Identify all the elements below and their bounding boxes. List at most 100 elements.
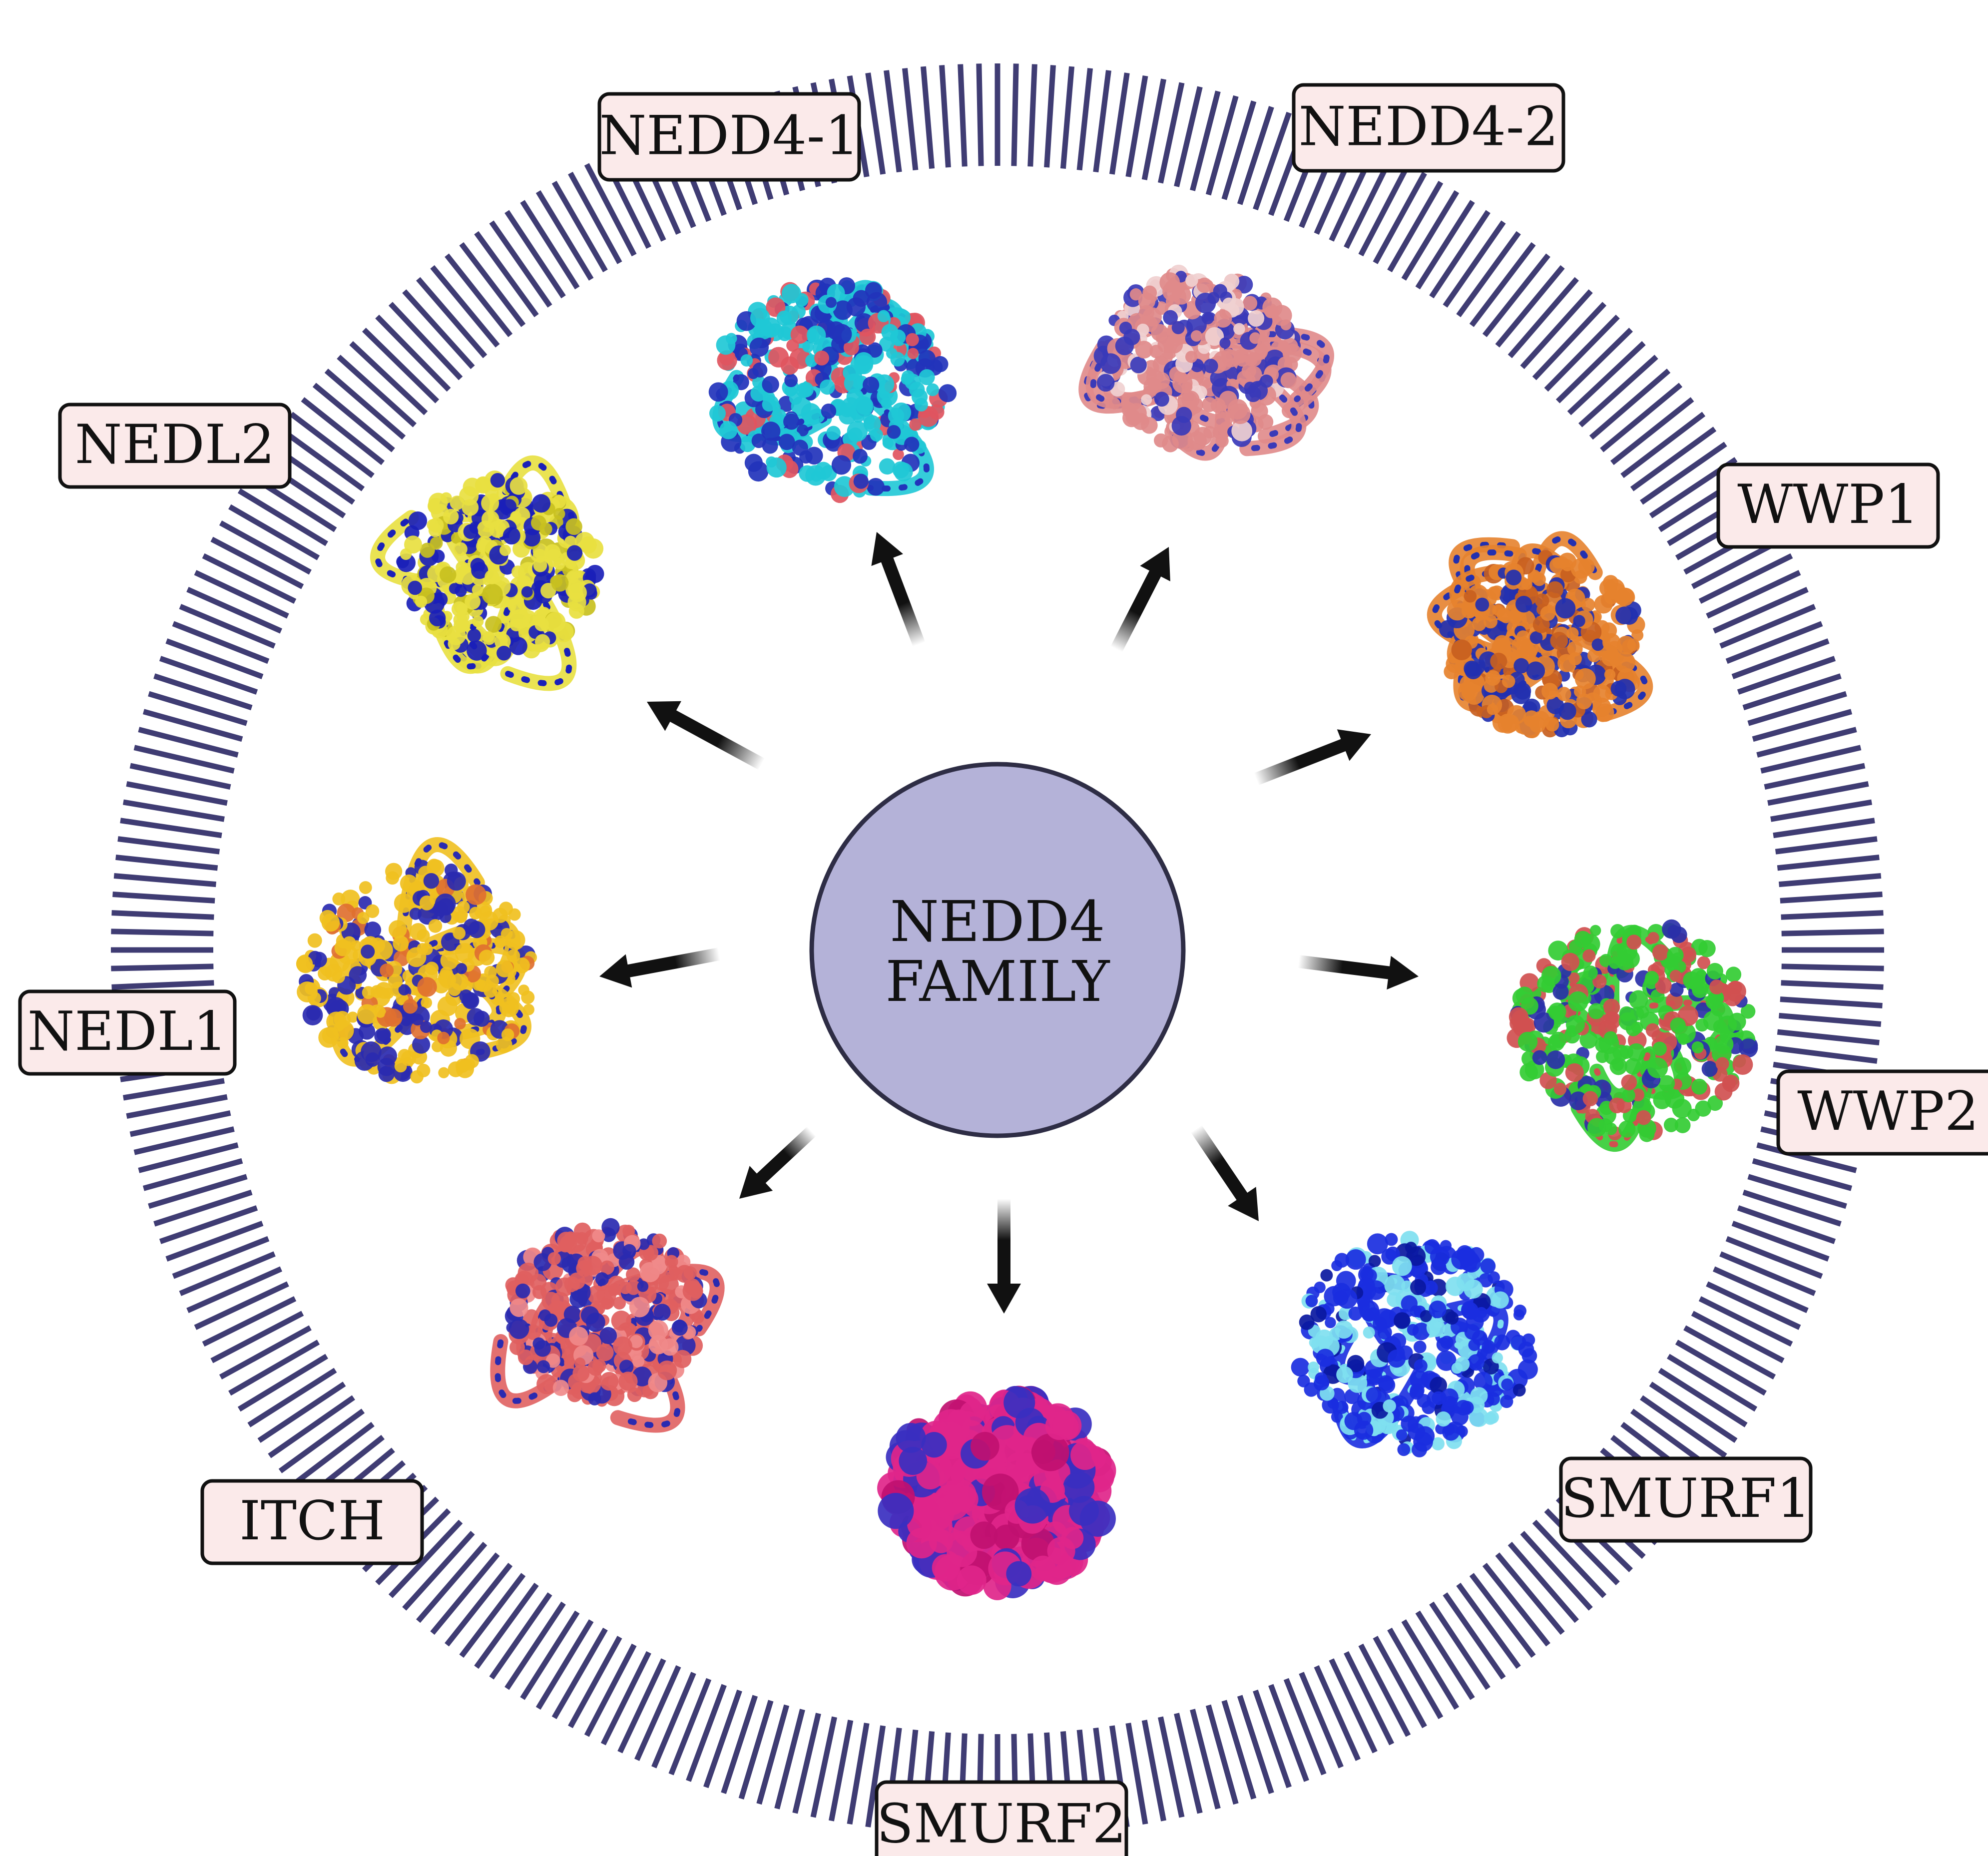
protein-atom [865,282,882,299]
protein-atom [1138,305,1154,321]
protein-atom [1472,616,1487,631]
protein-atom [1431,1437,1445,1450]
protein-atom [1728,980,1742,995]
protein-atom [1203,359,1218,374]
protein-atom [1576,693,1592,710]
protein-atom [1548,1002,1566,1021]
protein-atom [420,1021,432,1033]
protein-atom [417,1063,431,1077]
protein-atom [1394,1312,1411,1329]
protein-atom [1496,607,1511,622]
center-circle [809,762,1186,1138]
protein-atom [608,1283,621,1296]
protein-atom [1583,965,1598,980]
protein-atom [879,458,896,475]
protein-structure-wwp2 [1506,919,1758,1152]
protein-atom [1552,557,1564,569]
protein-atom [1647,1057,1668,1078]
protein-atom [1669,982,1684,997]
protein-atom [783,413,800,430]
protein-atom [533,1253,552,1272]
label-text: NEDD4-1 [599,104,859,167]
protein-atom [1610,924,1625,938]
ring-stripe [138,727,239,758]
ring-stripe [686,1684,727,1782]
ring-stripe [228,1340,320,1396]
protein-atom [1387,1292,1402,1308]
protein-atom [1045,1412,1073,1440]
ring-stripe [219,520,312,575]
protein-atom [479,949,495,965]
ring-stripe [289,1421,375,1488]
ring-stripe [1777,854,1880,871]
ring-stripe [865,72,886,175]
protein-atom [1658,1075,1675,1092]
protein-atom [378,1046,397,1065]
protein-atom [1006,1561,1032,1587]
protein-atom [1474,1372,1493,1391]
arrow-shaft [1191,1125,1252,1206]
protein-atom [1513,1305,1526,1318]
protein-atom [1176,407,1192,423]
protein-atom [481,510,499,528]
protein-atom [1385,1246,1400,1262]
protein-atom [586,564,604,583]
ring-stripe [721,1695,758,1794]
protein-atom [438,1067,450,1078]
protein-atom [521,990,535,1004]
ring-stripe [1268,1684,1309,1782]
arrow-shaft [1298,955,1397,980]
protein-atom [1673,960,1686,973]
label-box [875,1780,1128,1856]
protein-atom [1190,330,1202,342]
ring-stripe [939,65,951,168]
label-text: WWP1 [1737,473,1919,536]
ring-stripe [210,536,304,589]
ring-stripe [504,1601,566,1690]
ring-stripe [1683,1325,1776,1380]
ring-stripe [122,799,225,822]
protein-atom [1235,276,1253,294]
protein-atom [475,476,492,493]
ring-stripe [1158,1716,1185,1818]
protein-atom [333,1020,354,1041]
protein-atom [1537,975,1554,992]
protein-atom [807,325,826,345]
ring-stripe [1125,1723,1148,1825]
ring-stripe [1076,68,1093,171]
protein-atom [1347,1355,1365,1373]
protein-atom [443,508,459,525]
ring-stripe [1756,727,1857,758]
ring-stripe [1190,90,1221,191]
ring-stripe [126,1094,228,1119]
protein-atom [565,518,582,535]
protein-atom [467,640,487,661]
ring-stripe [920,66,935,169]
protein-atom [653,1304,671,1321]
label-box [1292,83,1565,173]
ring-stripe [459,242,526,327]
protein-atom [844,373,864,394]
protein-atom [502,499,517,514]
ring-stripe [1093,70,1111,173]
protein-atom [388,973,403,988]
protein-structure-nedl1 [296,837,537,1084]
protein-atom [429,609,446,627]
protein-atom [1589,925,1601,936]
ring-stripe [1698,553,1793,604]
label-text: ITCH [239,1490,385,1552]
protein-atom [1593,684,1611,703]
ring-stripe [1706,1281,1801,1330]
protein-atom [921,1432,947,1458]
protein-atom [428,919,443,933]
ring-stripe [301,397,385,465]
protein-atom [302,1005,323,1025]
protein-atom [1247,352,1262,367]
protein-atom [1366,1387,1382,1403]
protein-atom [853,449,868,464]
label-smurf2: SMURF2 [875,1780,1128,1856]
arrow-head [1140,547,1170,581]
protein-atom [365,904,380,918]
protein-atom [1138,292,1156,310]
ring-stripe [337,355,417,428]
